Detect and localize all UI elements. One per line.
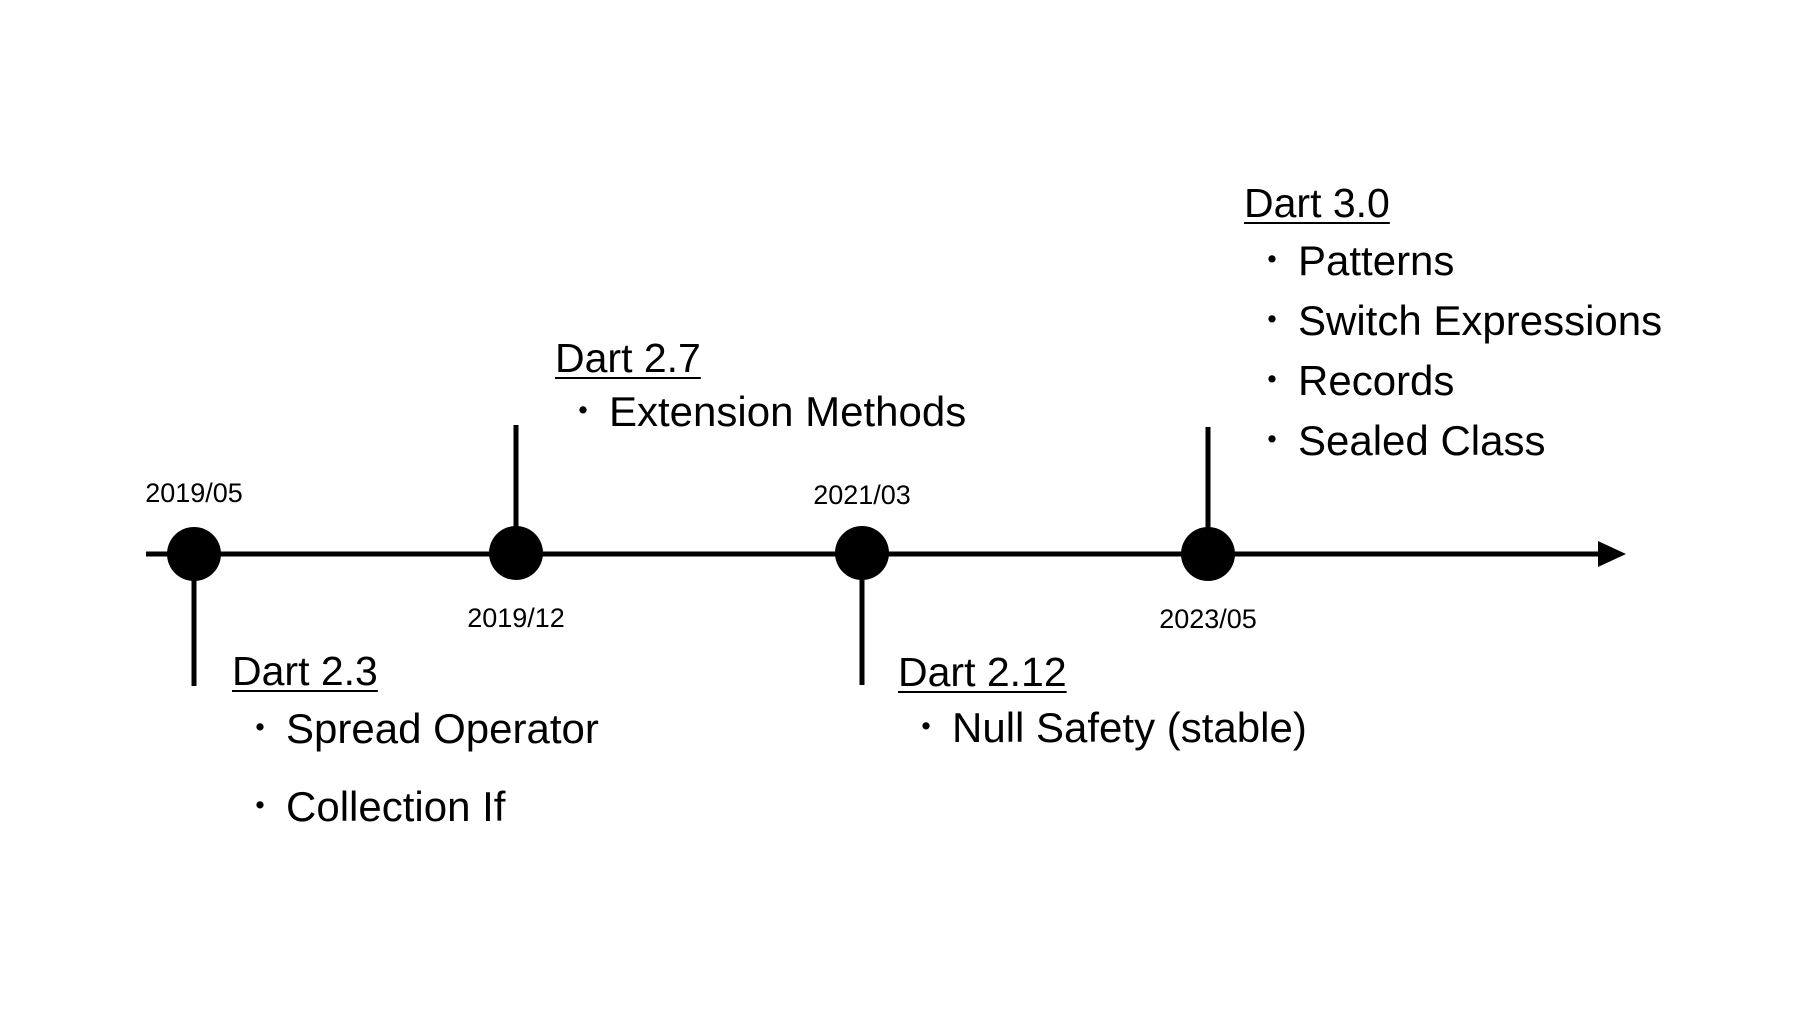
bullet-icon: ・ bbox=[1255, 422, 1289, 460]
feature-item: ・ Null Safety (stable) bbox=[898, 707, 1307, 749]
feature-item: ・ Collection If bbox=[232, 786, 599, 828]
feature-item: ・ Records bbox=[1244, 360, 1662, 402]
date-label-2023-05: 2023/05 bbox=[1159, 604, 1257, 634]
feature-item: ・ Switch Expressions bbox=[1244, 300, 1662, 342]
release-dart-2-7: Dart 2.7 ・ Extension Methods bbox=[555, 338, 966, 433]
milestone-dot-2019-05 bbox=[167, 527, 221, 581]
milestone-dot-2019-12 bbox=[489, 526, 543, 580]
bullet-icon: ・ bbox=[566, 393, 600, 431]
release-title: Dart 2.7 bbox=[555, 335, 701, 381]
date-label-2019-12: 2019/12 bbox=[467, 603, 565, 633]
feature-list: ・ Patterns ・ Switch Expressions ・ Record… bbox=[1244, 240, 1662, 462]
feature-item: ・ Spread Operator bbox=[232, 708, 599, 750]
timeline-arrowhead bbox=[1598, 541, 1626, 567]
feature-label: Spread Operator bbox=[286, 705, 599, 752]
feature-list: ・ Extension Methods bbox=[555, 391, 966, 433]
bullet-icon: ・ bbox=[1255, 302, 1289, 340]
feature-label: Extension Methods bbox=[609, 388, 967, 435]
date-label-2021-03: 2021/03 bbox=[813, 480, 911, 510]
feature-list: ・ Spread Operator ・ Collection If bbox=[232, 708, 599, 828]
release-title: Dart 3.0 bbox=[1244, 180, 1390, 226]
milestone-dot-2023-05 bbox=[1181, 527, 1235, 581]
feature-item: ・ Sealed Class bbox=[1244, 420, 1662, 462]
release-dart-2-3: Dart 2.3 ・ Spread Operator ・ Collection … bbox=[232, 651, 599, 864]
feature-item: ・ Patterns bbox=[1244, 240, 1662, 282]
bullet-icon: ・ bbox=[243, 788, 277, 826]
release-dart-2-12: Dart 2.12 ・ Null Safety (stable) bbox=[898, 652, 1307, 749]
feature-label: Collection If bbox=[286, 783, 506, 830]
release-title: Dart 2.12 bbox=[898, 649, 1067, 695]
feature-list: ・ Null Safety (stable) bbox=[898, 707, 1307, 749]
bullet-icon: ・ bbox=[1255, 362, 1289, 400]
feature-label: Patterns bbox=[1298, 237, 1455, 284]
date-label-2019-05: 2019/05 bbox=[145, 478, 243, 508]
bullet-icon: ・ bbox=[243, 710, 277, 748]
release-dart-3-0: Dart 3.0 ・ Patterns ・ Switch Expressions… bbox=[1244, 183, 1662, 480]
feature-item: ・ Extension Methods bbox=[555, 391, 966, 433]
feature-label: Sealed Class bbox=[1298, 417, 1546, 464]
bullet-icon: ・ bbox=[909, 709, 943, 747]
feature-label: Switch Expressions bbox=[1298, 297, 1663, 344]
bullet-icon: ・ bbox=[1255, 242, 1289, 280]
feature-label: Records bbox=[1298, 357, 1455, 404]
milestone-dot-2021-03 bbox=[835, 526, 889, 580]
release-title: Dart 2.3 bbox=[232, 648, 378, 694]
feature-label: Null Safety (stable) bbox=[952, 704, 1307, 751]
